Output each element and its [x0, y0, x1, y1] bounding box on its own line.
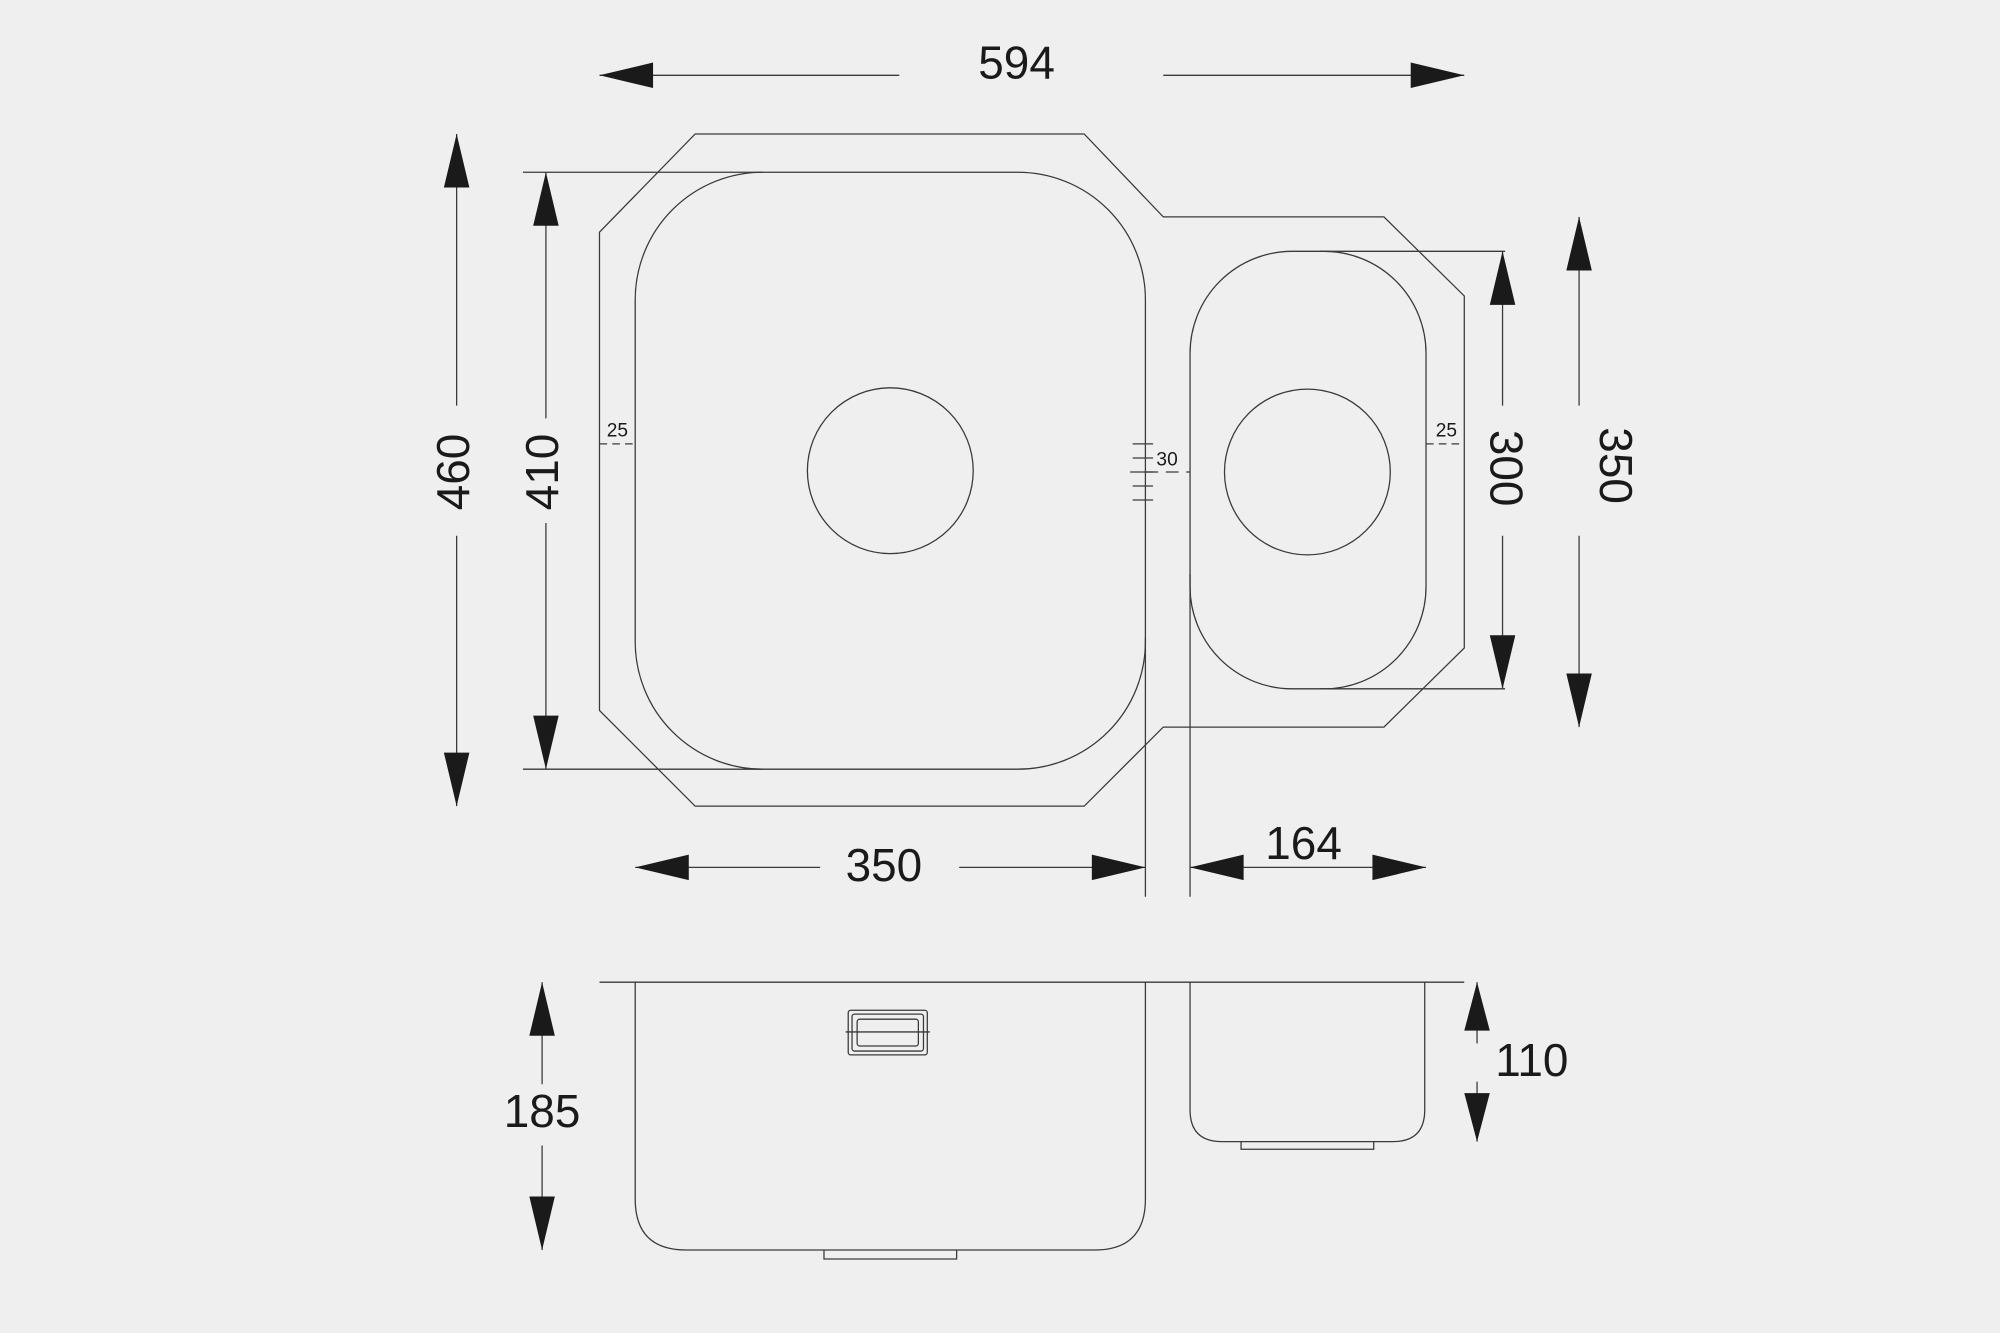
dim-line-350-bottom: [635, 854, 1146, 881]
dim-line-410: [533, 172, 559, 770]
dim-main-bowl-width: 350: [846, 839, 923, 891]
sink-outline-top-view: [598, 133, 1465, 807]
dim-line-164: [1190, 854, 1427, 881]
small-bowl-top-view: [1189, 250, 1427, 690]
main-bowl-top-view: [634, 171, 1147, 770]
main-bowl-side-view: [634, 982, 1147, 1251]
overflow-icon: [845, 1009, 930, 1056]
dim-overall-width: 594: [978, 36, 1055, 88]
dim-small-bowl-height: 110: [1495, 1034, 1568, 1086]
dim-bowl-gap: 30: [1156, 450, 1177, 471]
dim-small-section-depth: 350: [1590, 427, 1642, 504]
dim-line-460: [443, 133, 470, 807]
dim-line-594: [599, 62, 1465, 89]
dim-overall-depth: 460: [427, 434, 479, 511]
main-drain-side-view: [823, 1250, 958, 1260]
dim-line-300: [1489, 251, 1516, 689]
dim-rim-left: 25: [607, 420, 628, 441]
dim-main-bowl-height: 185: [504, 1085, 581, 1137]
dim-main-bowl-depth: 410: [516, 434, 568, 511]
extension-lines: [522, 171, 1506, 897]
main-drain-circle: [806, 387, 974, 555]
small-bowl-side-view: [1189, 982, 1426, 1143]
dim-line-185: [529, 982, 555, 1251]
dim-line-110: [1464, 982, 1490, 1142]
dim-small-bowl-length: 300: [1480, 430, 1532, 507]
dim-small-bowl-width: 164: [1265, 817, 1342, 869]
small-drain-side-view: [1240, 1141, 1375, 1150]
dim-line-350-right: [1566, 216, 1592, 728]
small-drain-circle: [1223, 388, 1391, 556]
dim-rim-right: 25: [1436, 420, 1457, 441]
